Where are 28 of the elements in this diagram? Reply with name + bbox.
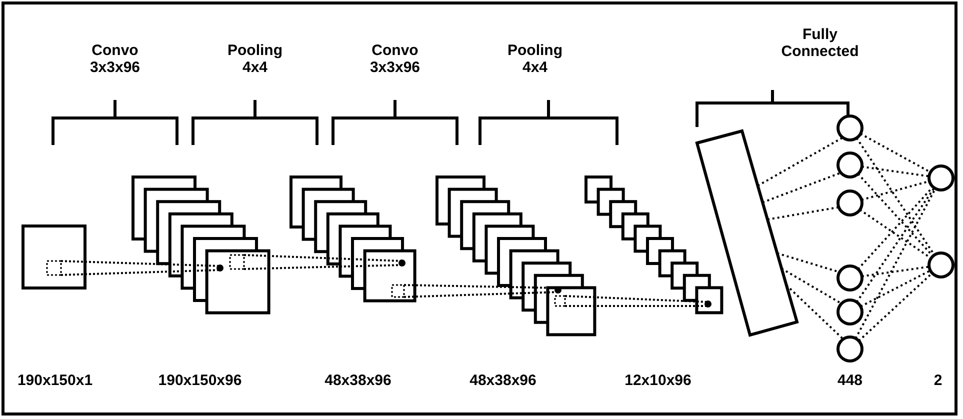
connection-line xyxy=(860,270,931,308)
dimension-label: 2 xyxy=(934,372,942,389)
layer-heading: Pooling 4x4 xyxy=(506,42,564,76)
connection-line xyxy=(854,188,936,339)
neuron-circle xyxy=(928,164,954,192)
neuron-circle xyxy=(836,152,864,178)
neuron-circle xyxy=(836,298,864,326)
connection-line xyxy=(757,136,844,187)
dimension-label: 190x150x96 xyxy=(158,372,242,389)
connection-line xyxy=(856,187,936,303)
neuron-circle xyxy=(836,190,864,216)
connection-line xyxy=(860,132,931,174)
neuron-circle xyxy=(836,114,864,142)
connection-line xyxy=(862,166,930,178)
layer-heading: Pooling 4x4 xyxy=(226,42,284,76)
neuron-circle xyxy=(836,264,864,292)
connection-line xyxy=(858,272,933,342)
dimension-label: 48x38x96 xyxy=(470,372,536,389)
neuron-circle xyxy=(836,336,864,362)
dimension-label: 12x10x96 xyxy=(624,372,692,389)
neuron-circle xyxy=(928,252,954,278)
layer-heading: Convo 3x3x96 xyxy=(88,42,142,76)
dimension-label: 190x150x1 xyxy=(17,372,93,389)
flatten-bar xyxy=(695,129,799,337)
layer-heading: Convo 3x3x96 xyxy=(368,42,422,76)
dimension-label: 48x38x96 xyxy=(324,372,392,389)
dimension-label: 448 xyxy=(837,372,863,389)
layer-heading: Fully Connected xyxy=(780,26,860,60)
